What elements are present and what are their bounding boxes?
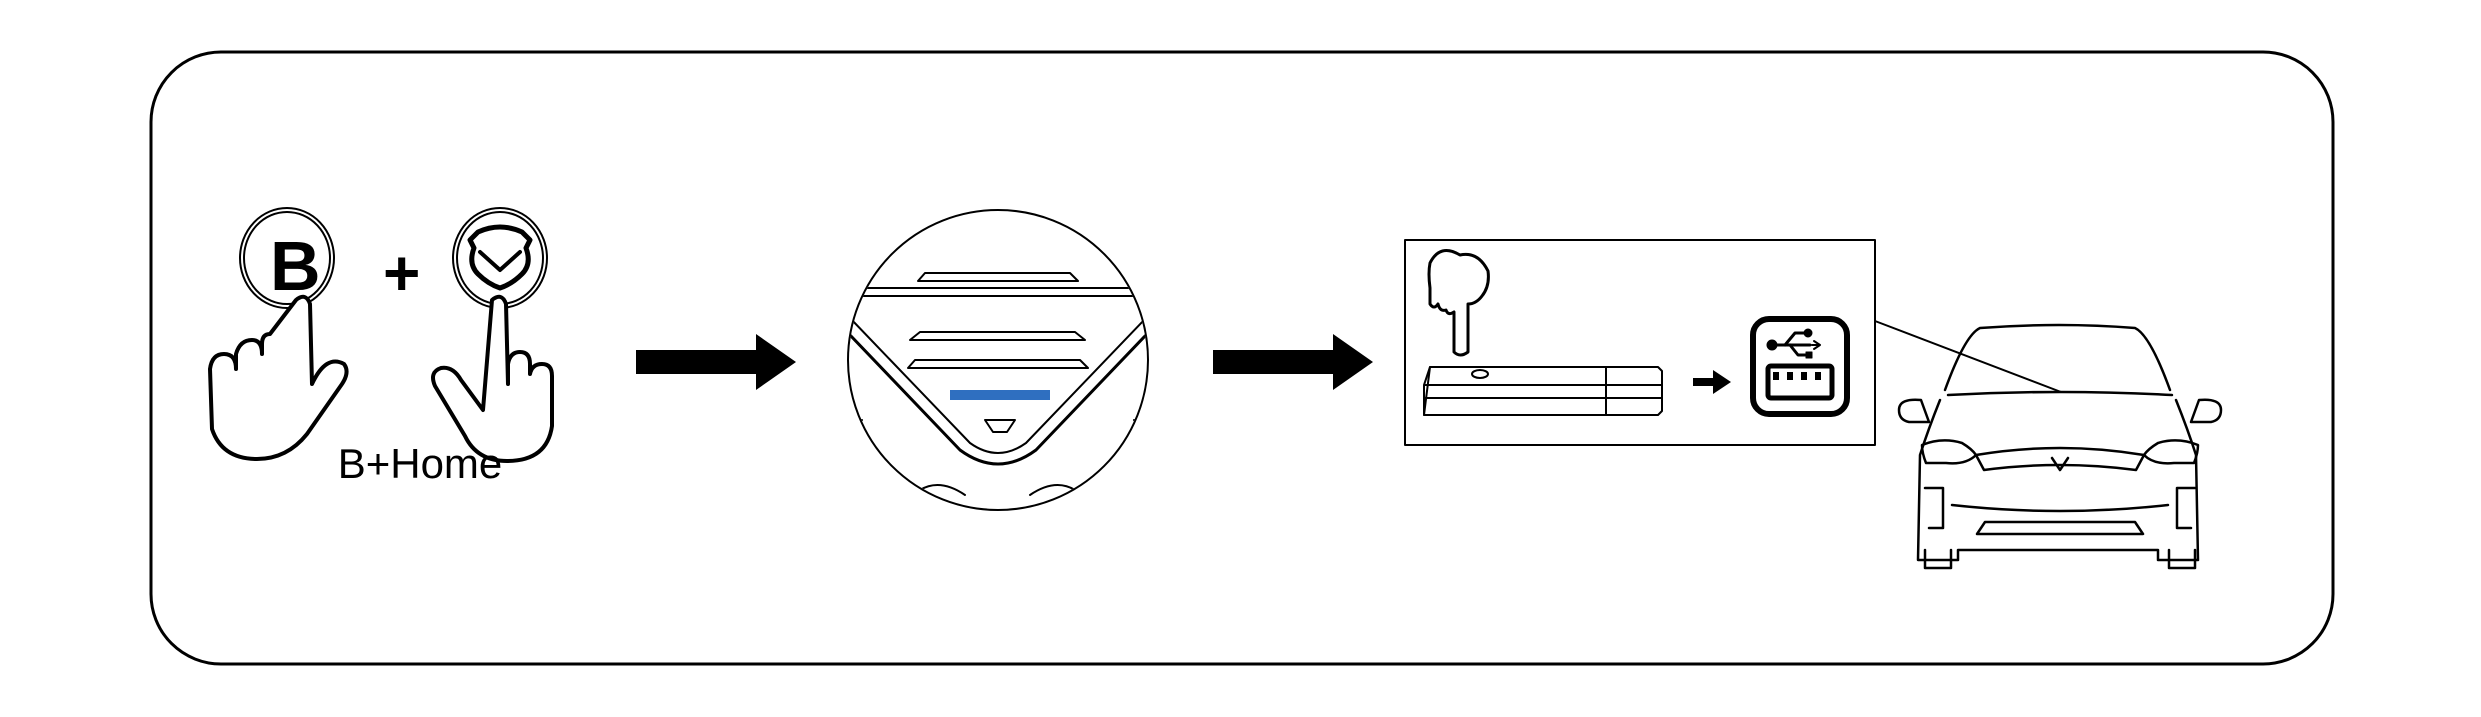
pointing-hand-icon: [431, 294, 554, 463]
pointing-down-hand-icon: [1427, 249, 1490, 357]
usb-port-icon: [1750, 316, 1850, 417]
arrow-right-icon: [1693, 370, 1731, 394]
step-caption: B+Home: [337, 440, 503, 487]
usb-dongle-icon: [1423, 366, 1663, 416]
b-button-letter: B: [270, 227, 321, 305]
plus-sign: +: [383, 237, 420, 309]
frame-border: [149, 50, 2335, 666]
car-front-icon: [1897, 323, 2223, 570]
arrow-right-icon: [636, 334, 796, 390]
arrow-right-icon: [1213, 334, 1373, 390]
b-button-icon: B: [239, 207, 335, 309]
home-button-icon: [452, 207, 548, 309]
blue-indicator-light: [950, 390, 1050, 400]
pointing-hand-icon: [208, 294, 349, 461]
callout-box: [1404, 239, 1876, 446]
callout-leader-line: [1874, 320, 2062, 393]
owl-gamepad-icon: [467, 224, 533, 291]
device-detail-circle: [847, 209, 1149, 511]
